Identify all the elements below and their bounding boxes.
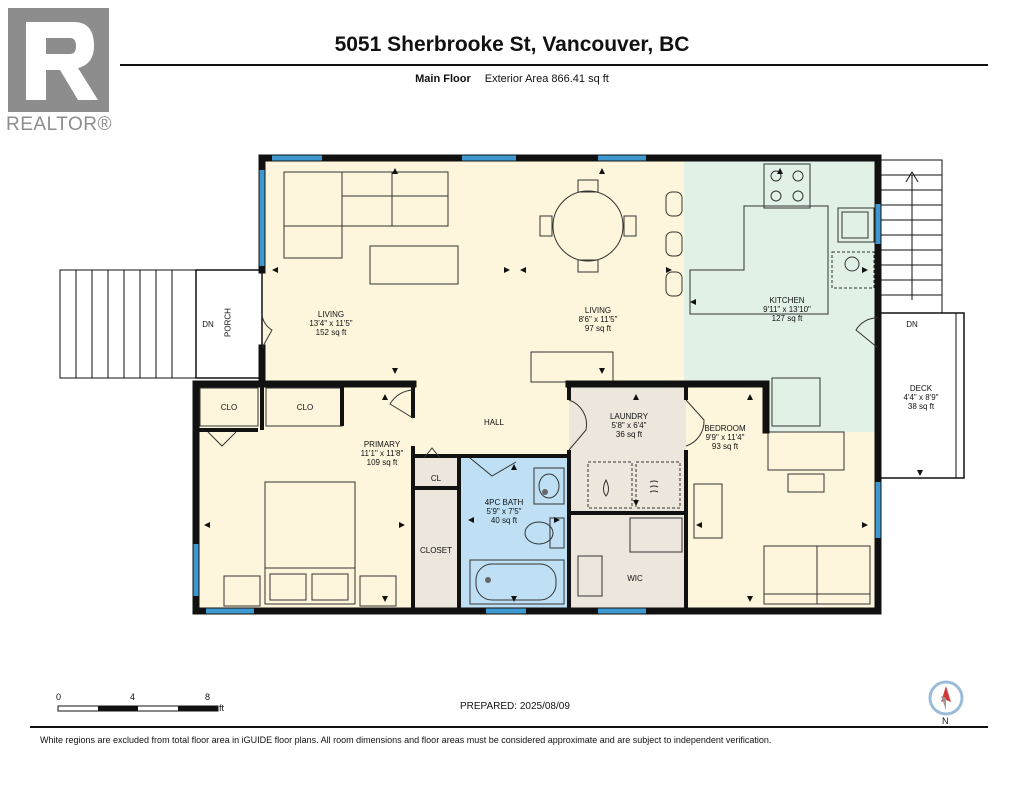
deck-dn: DN — [906, 320, 918, 329]
compass-icon — [928, 680, 964, 716]
clo2-name: CLO — [296, 403, 314, 412]
scale-tick-8: 8 — [205, 692, 211, 702]
bedroom-chair — [787, 473, 825, 493]
wic-name: WIC — [627, 574, 643, 583]
label-living-mid: LIVING 8'6" x 11'5" 97 sq ft — [563, 306, 633, 333]
washer-dryer — [587, 461, 681, 509]
bedroom-dims: 9'9" x 11'4" — [705, 433, 745, 442]
clo1-name: CLO — [220, 403, 238, 412]
bath-fill — [459, 456, 568, 609]
bed-primary — [264, 481, 356, 605]
living-mid-name: LIVING — [584, 306, 612, 315]
windows — [193, 155, 881, 614]
cl-name: CL — [430, 474, 442, 483]
primary-name: PRIMARY — [363, 440, 401, 449]
primary-area: 109 sq ft — [366, 458, 398, 467]
bath-name: 4PC BATH — [484, 498, 524, 507]
laundry-fill — [569, 384, 686, 513]
hall-fill — [413, 384, 569, 456]
realtor-logo-mark — [8, 8, 109, 112]
scale-tick-0: 0 — [56, 692, 62, 702]
nightstand-left — [223, 575, 261, 607]
dryer-icon — [649, 480, 659, 493]
kitchen-counter-fill — [766, 384, 877, 432]
wic-fill — [569, 513, 686, 609]
deck-name: DECK — [909, 384, 933, 393]
bath-area: 40 sq ft — [490, 516, 518, 525]
prepared-date: PREPARED: 2025/08/09 — [460, 701, 570, 712]
scale-unit: ft — [219, 703, 225, 713]
porch-stairs — [59, 269, 197, 379]
scale-tick-4: 4 — [130, 692, 136, 702]
primary-fill — [196, 384, 413, 609]
label-bedroom: BEDROOM 9'9" x 11'4" 93 sq ft — [690, 424, 760, 451]
closet-fill — [413, 456, 459, 609]
bath-fixtures — [469, 467, 565, 605]
living-mid-area: 97 sq ft — [584, 324, 612, 333]
compass-north-label: N — [942, 716, 949, 726]
porch-outline — [195, 269, 263, 379]
living-left-name: LIVING — [317, 310, 345, 319]
stove-icon — [763, 163, 811, 209]
label-primary: PRIMARY 11'1" x 11'8" 109 sq ft — [346, 440, 418, 467]
wic-shelf — [577, 555, 603, 597]
kitchen-area: 127 sq ft — [771, 314, 803, 323]
label-laundry: LAUNDRY 5'8" x 6'4" 36 sq ft — [594, 412, 664, 439]
deck-area: 38 sq ft — [907, 402, 935, 411]
label-living-left: LIVING 13'4" x 11'5" 152 sq ft — [296, 310, 366, 337]
fridge — [771, 377, 821, 427]
porch-name: PORCH — [223, 308, 233, 337]
scale-bar — [57, 705, 219, 712]
bedroom-desk — [693, 483, 723, 539]
sink-drain — [542, 489, 548, 495]
floor-subtitle: Main Floor Exterior Area 866.41 sq ft — [0, 73, 1024, 85]
kitchen-dims: 9'11" x 13'10" — [763, 305, 811, 314]
living-left-dims: 13'4" x 11'5" — [309, 319, 353, 328]
wic-dresser — [629, 517, 683, 553]
floor-name: Main Floor — [415, 73, 471, 85]
clo1-box — [199, 387, 259, 427]
porch-dn: DN — [202, 320, 214, 329]
dishwasher-icon — [831, 251, 875, 289]
bath-dims: 5'9" x 7'5" — [486, 507, 522, 516]
kitchen-island — [689, 205, 829, 315]
closet-name: CLOSET — [419, 546, 452, 555]
hall-name: HALL — [483, 418, 504, 427]
coffee-table — [369, 245, 459, 285]
primary-dims: 11'1" x 11'8" — [360, 449, 404, 458]
tub-drain — [485, 577, 491, 583]
nightstand-right — [359, 575, 397, 607]
living-left-area: 152 sq ft — [315, 328, 347, 337]
disclaimer-text: White regions are excluded from total fl… — [40, 735, 772, 745]
kitchen-sink-icon — [837, 207, 875, 243]
washer-icon — [603, 478, 609, 497]
header-rule — [120, 64, 988, 66]
dimension-arrows — [204, 168, 923, 602]
laundry-area: 36 sq ft — [615, 430, 643, 439]
deck-dims: 4'4" x 8'9" — [903, 393, 939, 402]
bedroom-area: 93 sq ft — [711, 442, 739, 451]
bedroom-table — [767, 431, 845, 471]
sofa-sectional — [283, 171, 449, 259]
realtor-r-icon — [8, 8, 109, 112]
property-address-title: 5051 Sherbrooke St, Vancouver, BC — [334, 33, 690, 56]
footer-rule — [30, 726, 988, 728]
laundry-name: LAUNDRY — [609, 412, 649, 421]
dining-set — [539, 179, 637, 273]
label-kitchen: KITCHEN 9'11" x 13'10" 127 sq ft — [752, 296, 822, 323]
label-deck: DECK 4'4" x 8'9" 38 sq ft — [886, 384, 956, 411]
door-swings — [207, 313, 879, 477]
deck-stairs — [879, 159, 943, 314]
label-bath: 4PC BATH 5'9" x 7'5" 40 sq ft — [474, 498, 534, 525]
bar-stools — [665, 191, 683, 297]
laundry-dims: 5'8" x 6'4" — [611, 421, 647, 430]
bedroom-sofa — [763, 545, 871, 605]
living-area-fill — [262, 160, 684, 384]
kitchen-name: KITCHEN — [769, 296, 805, 305]
exterior-area: Exterior Area 866.41 sq ft — [484, 73, 609, 85]
realtor-logo-text: REALTOR® — [6, 114, 112, 135]
bedroom-name: BEDROOM — [704, 424, 746, 433]
living-mid-dims: 8'6" x 11'5" — [578, 315, 618, 324]
